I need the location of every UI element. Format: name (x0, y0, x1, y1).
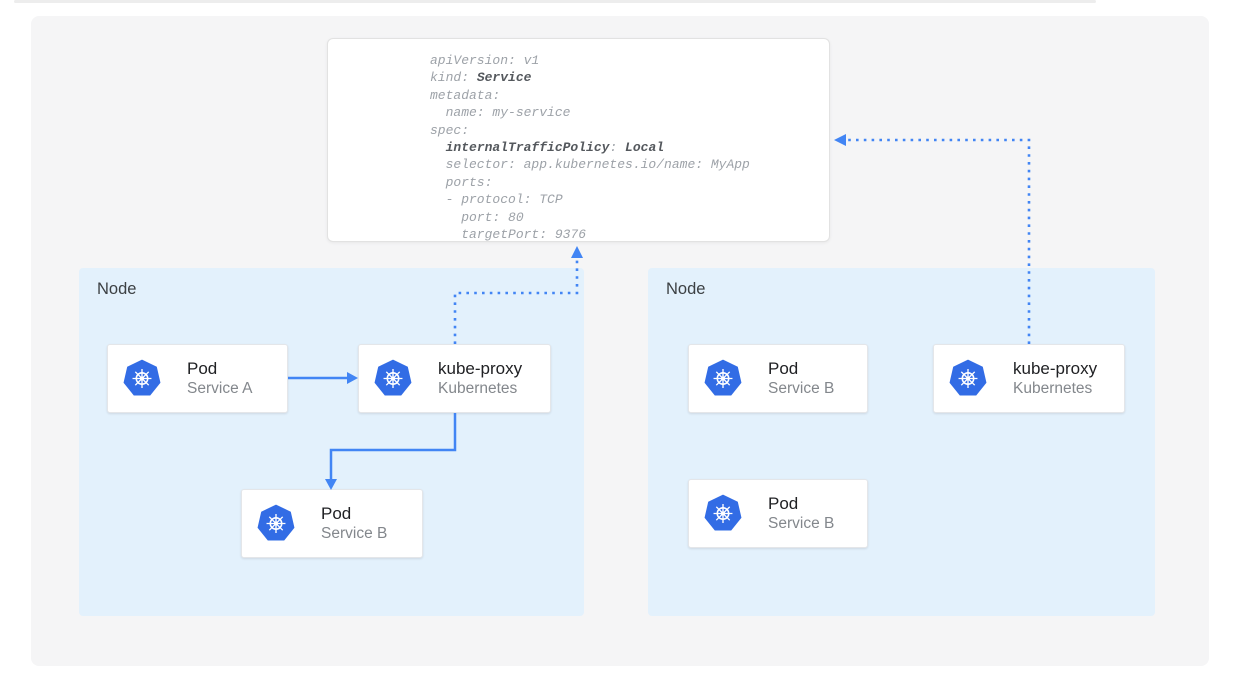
card-title: kube-proxy (438, 359, 523, 378)
kubernetes-icon (373, 358, 413, 399)
node-label: Node (97, 280, 137, 298)
card-title: Pod (768, 359, 799, 378)
kubernetes-icon (948, 358, 988, 399)
kubernetes-icon (256, 503, 296, 544)
kube-proxy-card-right: kube-proxy Kubernetes (933, 344, 1125, 413)
pod-card-service-b-left: Pod Service B (241, 489, 423, 558)
pod-card-service-b-right-1: Pod Service B (688, 344, 868, 413)
card-subtitle: Kubernetes (438, 380, 518, 397)
yaml-line: internalTrafficPolicy: Local (445, 140, 665, 156)
kubernetes-icon (122, 358, 162, 399)
yaml-line: apiVersion: v1 (430, 53, 540, 68)
yaml-code: apiVersion: v1 kind: Service metadata: n… (430, 52, 750, 243)
yaml-line: kind: Service (430, 70, 532, 86)
card-subtitle: Service B (768, 515, 835, 532)
card-title: Pod (321, 504, 352, 523)
service-yaml-card: apiVersion: v1 kind: Service metadata: n… (327, 38, 830, 242)
top-divider (14, 0, 1096, 3)
yaml-line: - protocol: TCP (430, 192, 563, 208)
yaml-line: name: my-service (430, 105, 571, 121)
yaml-line: selector: app.kubernetes.io/name: MyApp (430, 157, 750, 173)
kube-proxy-card-left: kube-proxy Kubernetes (358, 344, 551, 413)
card-title: Pod (768, 494, 799, 513)
yaml-line: ports: (430, 174, 493, 190)
kubernetes-icon (703, 358, 743, 399)
kubernetes-icon (703, 493, 743, 534)
card-title: kube-proxy (1013, 359, 1098, 378)
yaml-line: port: 80 (430, 209, 524, 225)
node-left: Node (79, 268, 584, 616)
card-subtitle: Service B (321, 525, 388, 542)
pod-card-service-a: Pod Service A (107, 344, 288, 413)
card-subtitle: Kubernetes (1013, 380, 1093, 397)
card-subtitle: Service B (768, 380, 835, 397)
yaml-line: targetPort: 9376 (430, 227, 587, 243)
yaml-line: spec: (430, 122, 470, 138)
card-subtitle: Service A (187, 380, 253, 397)
yaml-line: metadata: (430, 87, 501, 103)
pod-card-service-b-right-2: Pod Service B (688, 479, 868, 548)
node-right: Node (648, 268, 1155, 616)
card-title: Pod (187, 359, 218, 378)
node-label: Node (666, 280, 706, 298)
